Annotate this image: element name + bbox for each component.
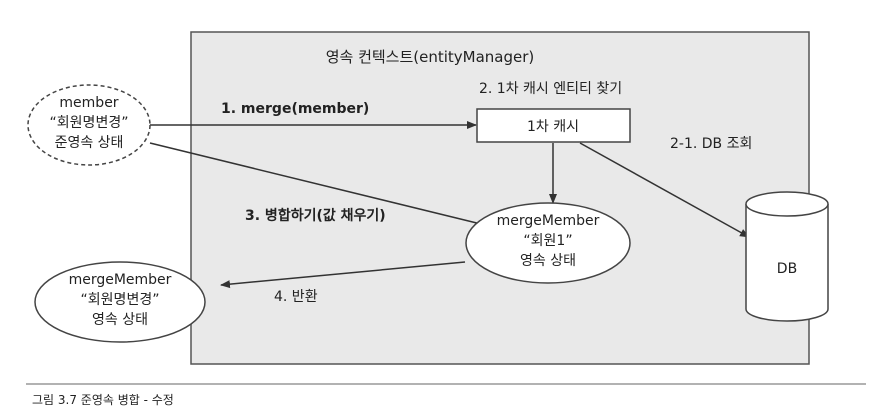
return-arrow: [220, 261, 466, 289]
first-level-cache-box: [476, 108, 631, 143]
fill-arrow: [149, 142, 490, 228]
figure-caption: 그림 3.7 준영속 병합 - 수정: [32, 393, 174, 407]
merge-member-node-value: “회원1”: [523, 233, 572, 249]
return-edge-label: 4. 반환: [274, 289, 318, 305]
returned-merge-member-node: [34, 261, 206, 343]
fill-edge-label: 3. 병합하기(값 채우기): [245, 207, 386, 224]
db-lookup-label: 2-1. DB 조회: [670, 136, 752, 152]
member-node-name: member: [59, 95, 118, 111]
member-node-value: “회원명변경”: [50, 115, 129, 131]
db-label: DB: [777, 261, 797, 277]
db-cylinder-body: [745, 204, 829, 322]
merge-member-node: [465, 202, 631, 284]
member-detached-node: [27, 84, 151, 166]
returned-member-node-state: 영속 상태: [92, 312, 148, 328]
db-cylinder-top: [745, 191, 829, 217]
cache-lookup-label: 2. 1차 캐시 엔티티 찾기: [479, 81, 622, 97]
returned-member-node-name: mergeMember: [69, 272, 172, 288]
persistence-context-box: [190, 31, 810, 365]
merge-edge-label: 1. merge(member): [221, 101, 369, 117]
db-lookup-arrow: [579, 142, 750, 238]
merge-member-node-name: mergeMember: [497, 213, 600, 229]
merge-member-node-state: 영속 상태: [520, 253, 576, 269]
persistence-context-title: 영속 컨텍스트(entityManager): [326, 48, 535, 66]
first-level-cache-label: 1차 캐시: [527, 119, 579, 135]
returned-member-node-value: “회원명변경”: [81, 292, 160, 308]
member-node-state: 준영속 상태: [55, 135, 124, 151]
